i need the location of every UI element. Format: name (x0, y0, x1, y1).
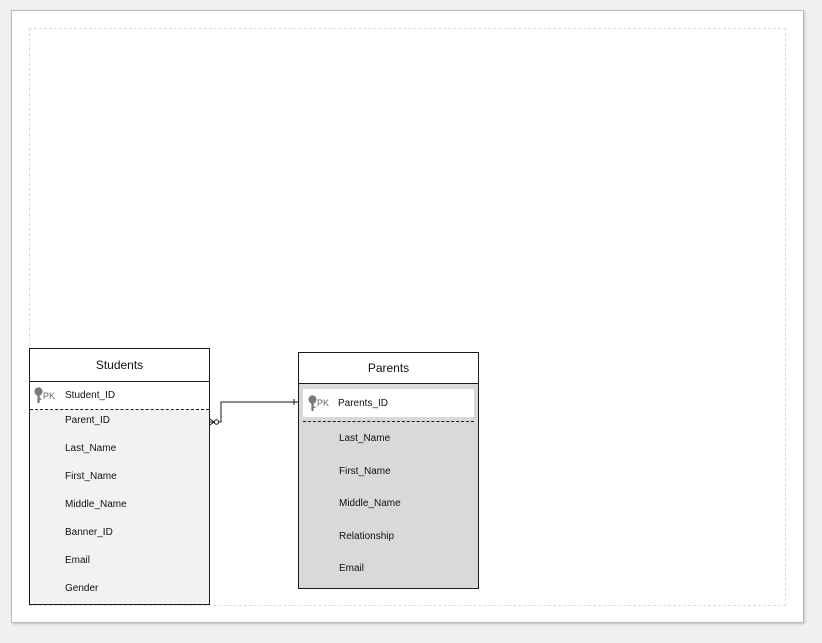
attribute-middle-name[interactable]: Middle_Name (339, 498, 401, 510)
crows-foot-upper (209, 418, 215, 423)
attribute-banner-id[interactable]: Banner_ID (65, 527, 113, 538)
primary-key-field: Student_ID (65, 390, 116, 401)
zero-circle (213, 419, 220, 425)
primary-key-row[interactable]: PK Student_ID (30, 382, 209, 409)
primary-key-label: PK (43, 390, 56, 401)
page-boundary (29, 28, 786, 606)
key-divider (30, 409, 209, 410)
attribute-first-name[interactable]: First_Name (65, 471, 117, 482)
primary-key-badge: PK (34, 387, 55, 404)
attribute-first-name[interactable]: First_Name (339, 465, 391, 477)
primary-key-badge: PK (308, 394, 330, 412)
attribute-middle-name[interactable]: Middle_Name (65, 499, 127, 510)
entity-title-text: Students (95, 358, 144, 372)
primary-key-row[interactable]: PK Parents_ID (303, 389, 474, 417)
primary-key-field: Parents_ID (338, 397, 389, 409)
attribute-parent-id[interactable]: Parent_ID (65, 415, 111, 426)
key-divider (303, 421, 474, 422)
relationship-line[interactable] (210, 401, 298, 423)
entity-title: Parents (299, 353, 478, 384)
key-icon (34, 387, 43, 403)
attribute-email[interactable]: Email (339, 563, 365, 575)
attribute-email[interactable]: Email (65, 555, 91, 566)
attribute-last-name[interactable]: Last_Name (65, 443, 117, 454)
primary-key-label: PK (317, 398, 330, 408)
attribute-last-name[interactable]: Last_Name (339, 433, 391, 444)
entity-title: Students (30, 349, 209, 382)
attribute-relationship[interactable]: Relationship (339, 530, 395, 542)
entity-title-text: Parents (367, 361, 410, 375)
key-icon (308, 394, 317, 411)
entity-students[interactable]: Students PK Student_ID Parent_ID Last_Nam… (29, 348, 210, 605)
crows-foot-lower (209, 421, 215, 426)
attribute-gender[interactable]: Gender (65, 583, 99, 594)
